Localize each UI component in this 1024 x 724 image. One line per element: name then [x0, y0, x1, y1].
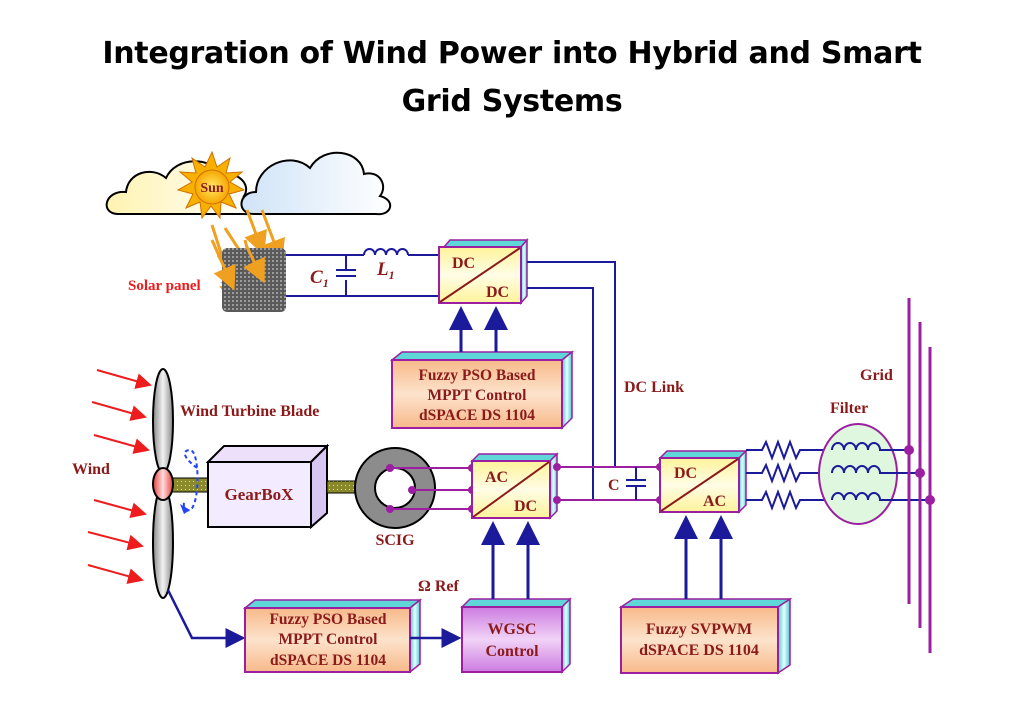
filter-inductors	[831, 442, 930, 501]
title-line-2: Grid Systems	[401, 84, 623, 119]
generator-shaft	[326, 480, 356, 494]
dc-link-capacitor-label: C	[608, 477, 620, 494]
output-phase-wires	[746, 439, 832, 511]
dc-link-wires	[527, 261, 616, 500]
dc-link-capacitor	[626, 467, 646, 500]
solar-panel	[222, 248, 286, 312]
dc-link-label: DC Link	[624, 379, 684, 396]
dcac-converter: DC AC	[658, 449, 748, 514]
wind-control-line-2: MPPT Control	[279, 631, 379, 648]
sun-label: Sun	[200, 181, 224, 196]
dcdc-bottom-label: DC	[486, 284, 509, 301]
wind-control-line-3: dSPACE DS 1104	[270, 652, 386, 669]
wgsc-line-2: Control	[485, 643, 539, 660]
sun-rays-front	[210, 239, 265, 291]
svpwm-line-1: Fuzzy SVPWM	[646, 621, 752, 638]
solar-control-line-3: dSPACE DS 1104	[419, 407, 535, 424]
turbine-hub	[152, 467, 174, 501]
svpwm-control-signals	[674, 515, 733, 599]
filter-label: Filter	[830, 400, 868, 417]
dcac-top-label: DC	[674, 465, 697, 482]
acdc-top-label: AC	[485, 469, 508, 486]
blade-top	[152, 368, 174, 474]
grid-label: Grid	[860, 367, 893, 384]
capacitor-c1-label: C1	[310, 267, 329, 290]
gearbox-label: GearBoX	[225, 485, 295, 504]
blade-bottom	[152, 485, 174, 599]
wind-control-line-1: Fuzzy PSO Based	[269, 611, 386, 628]
cloud-right	[240, 151, 391, 216]
scig-label: SCIG	[375, 532, 415, 549]
title-line-1: Integration of Wind Power into Hybrid an…	[102, 36, 922, 71]
inductor-l1	[363, 248, 409, 256]
wind-turbine-blade-label: Wind Turbine Blade	[180, 403, 319, 420]
wgsc-line-1: WGSC	[488, 621, 537, 638]
rotation-arrowhead	[180, 504, 190, 514]
dcac-bottom-label: AC	[703, 493, 726, 510]
speed-sensor-wire	[166, 589, 246, 648]
inductor-l1-label: L1	[376, 259, 395, 282]
page-title: Integration of Wind Power into Hybrid an…	[0, 30, 1024, 126]
solar-mppt-control: Fuzzy PSO Based MPPT Control dSPACE DS 1…	[389, 350, 575, 430]
grid-bus-lines	[904, 298, 935, 653]
turbine-shaft	[171, 477, 211, 493]
dcdc-converter: DC DC	[438, 237, 529, 306]
wind-label: Wind	[72, 461, 110, 478]
solar-wires	[286, 254, 438, 297]
gearbox: GearBoX	[205, 443, 330, 530]
wgsc-control-signals	[481, 521, 540, 599]
solar-control-line-2: MPPT Control	[428, 387, 528, 404]
dcdc-top-label: DC	[452, 255, 475, 272]
acdc-bottom-label: DC	[514, 498, 537, 515]
solar-control-signals	[449, 306, 508, 352]
omega-ref-label: Ω Ref	[418, 578, 459, 595]
wind-mppt-control: Fuzzy PSO Based MPPT Control dSPACE DS 1…	[242, 598, 423, 674]
solar-control-line-1: Fuzzy PSO Based	[418, 367, 535, 384]
solar-panel-label: Solar panel	[128, 278, 201, 294]
scig-generator	[354, 447, 436, 529]
svpwm-line-2: dSPACE DS 1104	[639, 642, 759, 659]
wind-arrows	[87, 369, 152, 584]
svpwm-control: Fuzzy SVPWM dSPACE DS 1104	[618, 597, 793, 675]
wgsc-control: WGSC Control	[460, 597, 572, 674]
rotation-arrow-icon	[182, 448, 199, 512]
acdc-converter: AC DC	[470, 452, 559, 520]
sun-icon: Sun	[176, 150, 246, 220]
